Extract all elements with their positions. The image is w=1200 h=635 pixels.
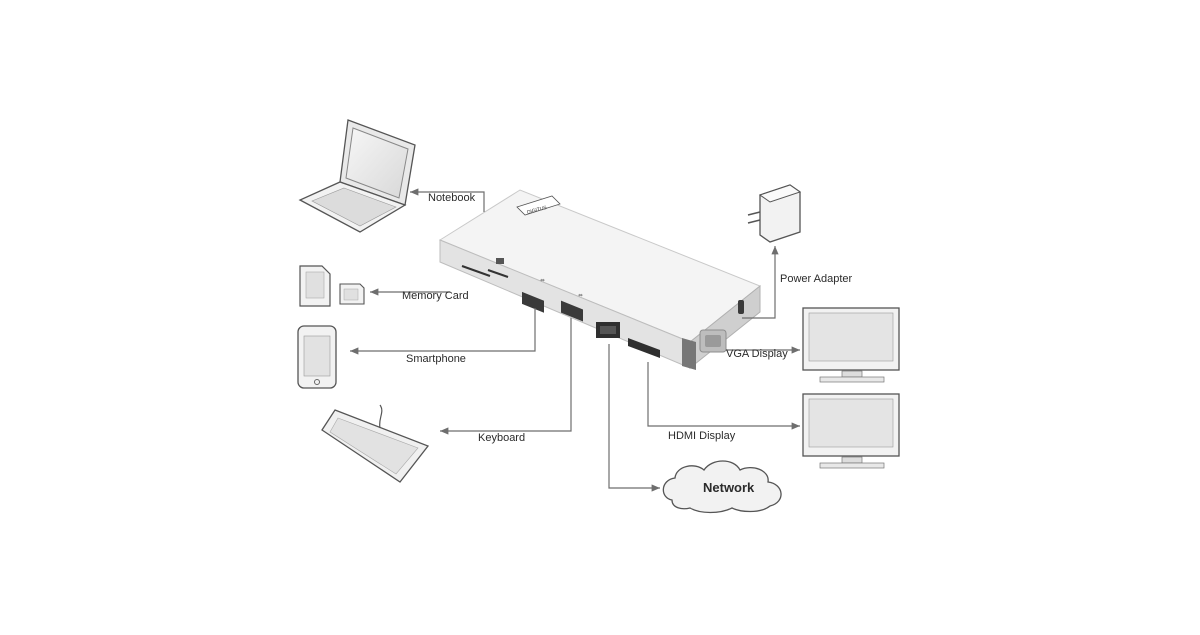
usb-port-1: ⬌: [522, 278, 545, 313]
brand-logo: DIGITUS: [516, 195, 561, 216]
hdmi-display-connector: [647, 362, 800, 430]
notebook-icon: [298, 119, 416, 233]
hdmi-monitor-icon: [802, 393, 900, 469]
keyboard-icon: [321, 404, 430, 483]
notebook-connector: [410, 188, 485, 212]
svg-text:DIGITUS: DIGITUS: [526, 205, 548, 216]
svg-text:⬌: ⬌: [540, 278, 545, 284]
network-cloud-icon: [662, 460, 782, 514]
label-network: Network: [703, 480, 755, 495]
label-memory-card: Memory Card: [402, 290, 469, 302]
hdmi-port: [628, 338, 660, 358]
connection-lines: [350, 188, 800, 492]
label-vga-display: VGA Display: [726, 348, 788, 360]
docking-station: DIGITUS ⬌ ⬌: [438, 189, 761, 370]
sd-card-icon: [299, 265, 331, 307]
usb-port-2: ⬌: [561, 293, 583, 322]
svg-text:⬌: ⬌: [578, 293, 583, 299]
label-notebook: Notebook: [428, 192, 476, 204]
power-adapter-icon: [747, 184, 802, 243]
network-connector: [608, 344, 660, 492]
label-hdmi-display: HDMI Display: [668, 430, 736, 442]
smartphone-connector: [350, 308, 536, 355]
vga-monitor-icon: [802, 307, 900, 383]
card-reader-slots: [461, 258, 509, 278]
label-keyboard: Keyboard: [478, 432, 526, 444]
micro-sd-icon: [339, 283, 365, 305]
label-smartphone: Smartphone: [406, 353, 466, 365]
usbc-power-port: [738, 300, 744, 314]
smartphone-icon: [297, 325, 337, 389]
ethernet-port: [596, 322, 620, 338]
power-adapter-connector: [742, 246, 779, 319]
keyboard-connector: [440, 318, 572, 435]
label-power-adapter: Power Adapter: [780, 273, 853, 285]
vga-port: [699, 329, 727, 353]
